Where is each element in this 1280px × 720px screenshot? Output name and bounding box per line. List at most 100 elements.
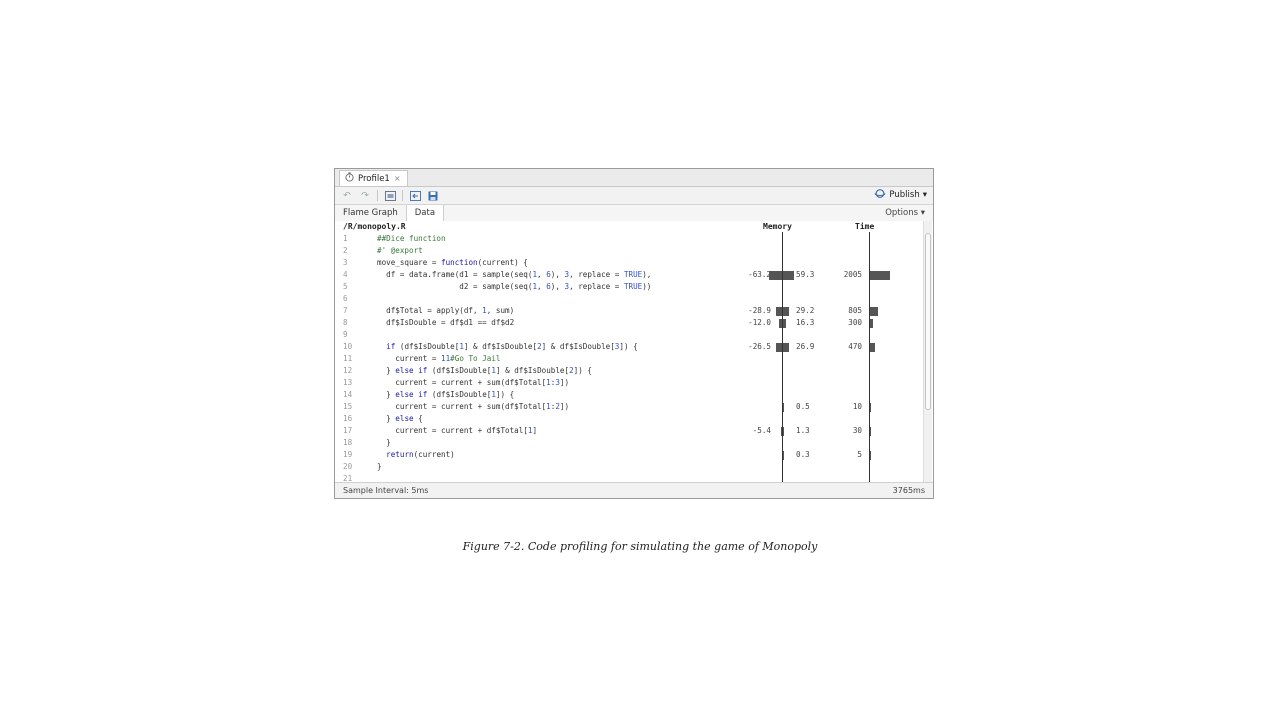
time-value: 2005 xyxy=(843,270,862,279)
line-number: 13 xyxy=(343,378,353,387)
code-text: d2 = sample(seq(1, 6), 3, replace = TRUE… xyxy=(377,282,652,291)
memory-dealloc-value: -5.4 xyxy=(752,426,771,435)
scrollbar-thumb[interactable] xyxy=(925,233,931,410)
code-text: if (df$IsDouble[1] & df$IsDouble[2] & df… xyxy=(386,342,638,351)
memory-alloc-bar xyxy=(783,451,784,460)
code-text: current = current + sum(df$Total[1:2]) xyxy=(377,402,570,411)
sample-interval: Sample Interval: 5ms xyxy=(343,486,429,495)
toolbar-divider xyxy=(402,190,403,201)
line-number: 6 xyxy=(343,294,348,303)
tab-profile1[interactable]: Profile1 × xyxy=(339,170,408,186)
time-value: 300 xyxy=(848,318,862,327)
code-text: move_square = function(current) { xyxy=(377,258,528,267)
code-line: 12 } else if (df$IsDouble[1] & df$IsDoub… xyxy=(335,365,923,377)
memory-column-header: Memory xyxy=(763,222,792,231)
line-number: 17 xyxy=(343,426,353,435)
publish-button[interactable]: Publish ▾ xyxy=(874,189,927,201)
memory-dealloc-value: -63.2 xyxy=(748,270,771,279)
line-number: 18 xyxy=(343,438,353,447)
code-line: 8 df$IsDouble = df$d1 == df$d2 -12.0 16.3 3… xyxy=(335,317,923,329)
line-number: 3 xyxy=(343,258,348,267)
code-text: df$IsDouble = df$d1 == df$d2 xyxy=(377,318,515,327)
time-axis-line xyxy=(869,232,870,483)
code-line: 18 } xyxy=(335,437,923,449)
line-number: 19 xyxy=(343,450,353,459)
memory-alloc-value: 16.3 xyxy=(796,318,815,327)
time-bar xyxy=(870,271,891,280)
show-in-window-icon[interactable] xyxy=(384,190,396,201)
time-bar xyxy=(870,403,871,412)
line-number: 16 xyxy=(343,414,353,423)
status-footer: Sample Interval: 5ms 3765ms xyxy=(335,482,933,498)
memory-alloc-value: 0.5 xyxy=(796,402,810,411)
time-column-header: Time xyxy=(855,222,875,231)
code-text: } else { xyxy=(377,414,423,423)
memory-alloc-value: 1.3 xyxy=(796,426,810,435)
tab-data[interactable]: Data xyxy=(406,205,445,221)
code-text: ##Dice function xyxy=(377,234,446,243)
code-line: 4 df = data.frame(d1 = sample(seq(1, 6),… xyxy=(335,269,923,281)
line-number: 7 xyxy=(343,306,348,315)
code-text: } xyxy=(377,438,391,447)
line-number: 9 xyxy=(343,330,348,339)
code-line: 5 d2 = sample(seq(1, 6), 3, replace = TR… xyxy=(335,281,923,293)
code-text: } xyxy=(377,462,382,471)
code-text: df = data.frame(d1 = sample(seq(1, 6), 3… xyxy=(377,270,652,279)
line-number: 12 xyxy=(343,366,353,375)
code-line: 13 current = current + sum(df$Total[1:3]… xyxy=(335,377,923,389)
line-number: 8 xyxy=(343,318,348,327)
save-icon[interactable] xyxy=(427,190,439,201)
time-bar xyxy=(870,451,871,460)
open-in-editor-icon[interactable] xyxy=(409,190,421,201)
memory-alloc-bar xyxy=(783,343,789,352)
line-number: 2 xyxy=(343,246,348,255)
line-number: 1 xyxy=(343,234,348,243)
options-menu[interactable]: Options ▾ xyxy=(885,208,925,218)
line-number: 5 xyxy=(343,282,348,291)
code-text: df$Total = apply(df, 1, sum) xyxy=(377,306,515,315)
tab-strip: Profile1 × xyxy=(335,169,933,187)
code-text: current = 11#Go To Jail xyxy=(377,354,501,363)
code-text: } else if (df$IsDouble[1]) { xyxy=(377,390,515,399)
tab-flame-graph[interactable]: Flame Graph xyxy=(335,205,407,221)
line-number: 10 xyxy=(343,342,353,351)
time-value: 470 xyxy=(848,342,862,351)
file-path: /R/monopoly.R xyxy=(343,222,406,231)
forward-arrow-icon[interactable]: ↷ xyxy=(361,190,369,201)
memory-dealloc-value: -12.0 xyxy=(748,318,771,327)
memory-axis-line xyxy=(782,232,783,483)
memory-dealloc-bar xyxy=(768,271,782,280)
toolbar-divider xyxy=(377,190,378,201)
time-bar xyxy=(870,343,875,352)
memory-alloc-value: 26.9 xyxy=(796,342,815,351)
code-text: #' @export xyxy=(377,246,423,255)
code-line: 20} xyxy=(335,461,923,473)
time-bar xyxy=(870,319,874,328)
publish-label: Publish xyxy=(889,190,920,200)
code-line: 1 ##Dice function xyxy=(335,233,923,245)
chevron-down-icon: ▾ xyxy=(922,190,927,200)
code-line: 6 xyxy=(335,293,923,305)
line-number: 4 xyxy=(343,270,348,279)
vertical-scrollbar[interactable] xyxy=(923,221,932,483)
memory-dealloc-bar xyxy=(780,427,782,436)
stopwatch-icon xyxy=(345,172,354,185)
code-line: 3 move_square = function(current) { xyxy=(335,257,923,269)
line-number: 21 xyxy=(343,474,353,483)
total-time: 3765ms xyxy=(892,486,925,495)
memory-alloc-bar xyxy=(783,403,784,412)
memory-dealloc-bar xyxy=(775,307,782,316)
memory-alloc-bar xyxy=(783,271,794,280)
code-text: current = current + df$Total[1] xyxy=(377,426,538,435)
toolbar: ↶ ↷ Publish ▾ xyxy=(335,187,933,205)
tab-label: Profile1 xyxy=(358,173,390,184)
figure-caption: Figure 7-2. Code profiling for simulatin… xyxy=(462,540,818,553)
line-number: 15 xyxy=(343,402,353,411)
time-bar xyxy=(870,307,879,316)
memory-alloc-value: 29.2 xyxy=(796,306,815,315)
back-arrow-icon[interactable]: ↶ xyxy=(343,190,351,201)
publish-icon xyxy=(874,189,886,201)
close-icon[interactable]: × xyxy=(393,174,401,183)
